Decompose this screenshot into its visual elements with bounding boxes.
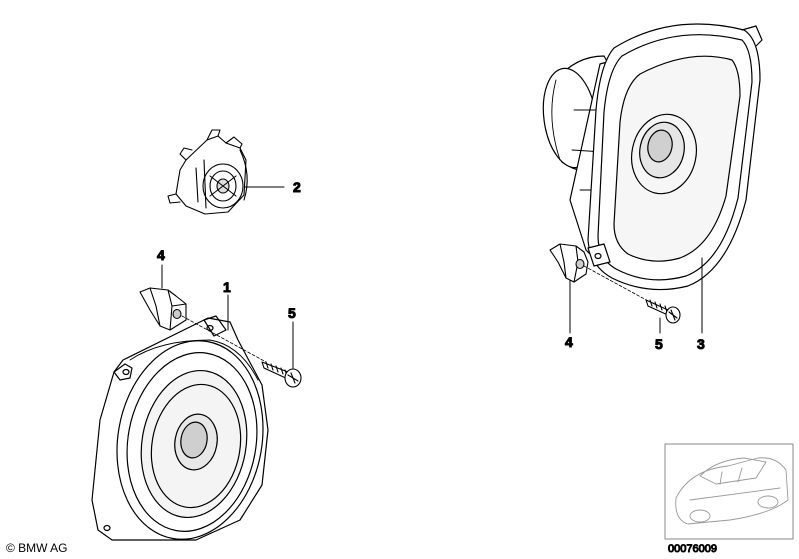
- clip-nut-left-part-4[interactable]: [139, 287, 187, 331]
- callout-2[interactable]: 2: [293, 179, 302, 196]
- screw-right-part-5[interactable]: [645, 299, 681, 324]
- screw-left-part-5[interactable]: [261, 361, 302, 388]
- diagram-number: 00076009: [668, 543, 717, 555]
- clip-nut-right-part-4[interactable]: [549, 243, 589, 283]
- speaker-part-1[interactable]: [91, 315, 278, 551]
- speaker-part-3[interactable]: [537, 23, 763, 291]
- tweeter-part-2[interactable]: [167, 129, 248, 215]
- assembly-line-right: [583, 265, 651, 303]
- callout-1[interactable]: 1: [223, 279, 232, 296]
- copyright-label: © BMW AG: [6, 541, 68, 555]
- assembly-line-left: [181, 315, 267, 363]
- callout-4-right[interactable]: 4: [565, 334, 574, 351]
- callout-4-left[interactable]: 4: [157, 247, 166, 264]
- callout-3[interactable]: 3: [697, 336, 706, 353]
- car-outline-icon: [675, 457, 789, 525]
- callout-5-left[interactable]: 5: [288, 305, 297, 322]
- vehicle-thumbnail[interactable]: 00076009: [664, 443, 794, 556]
- callout-5-right[interactable]: 5: [655, 336, 664, 353]
